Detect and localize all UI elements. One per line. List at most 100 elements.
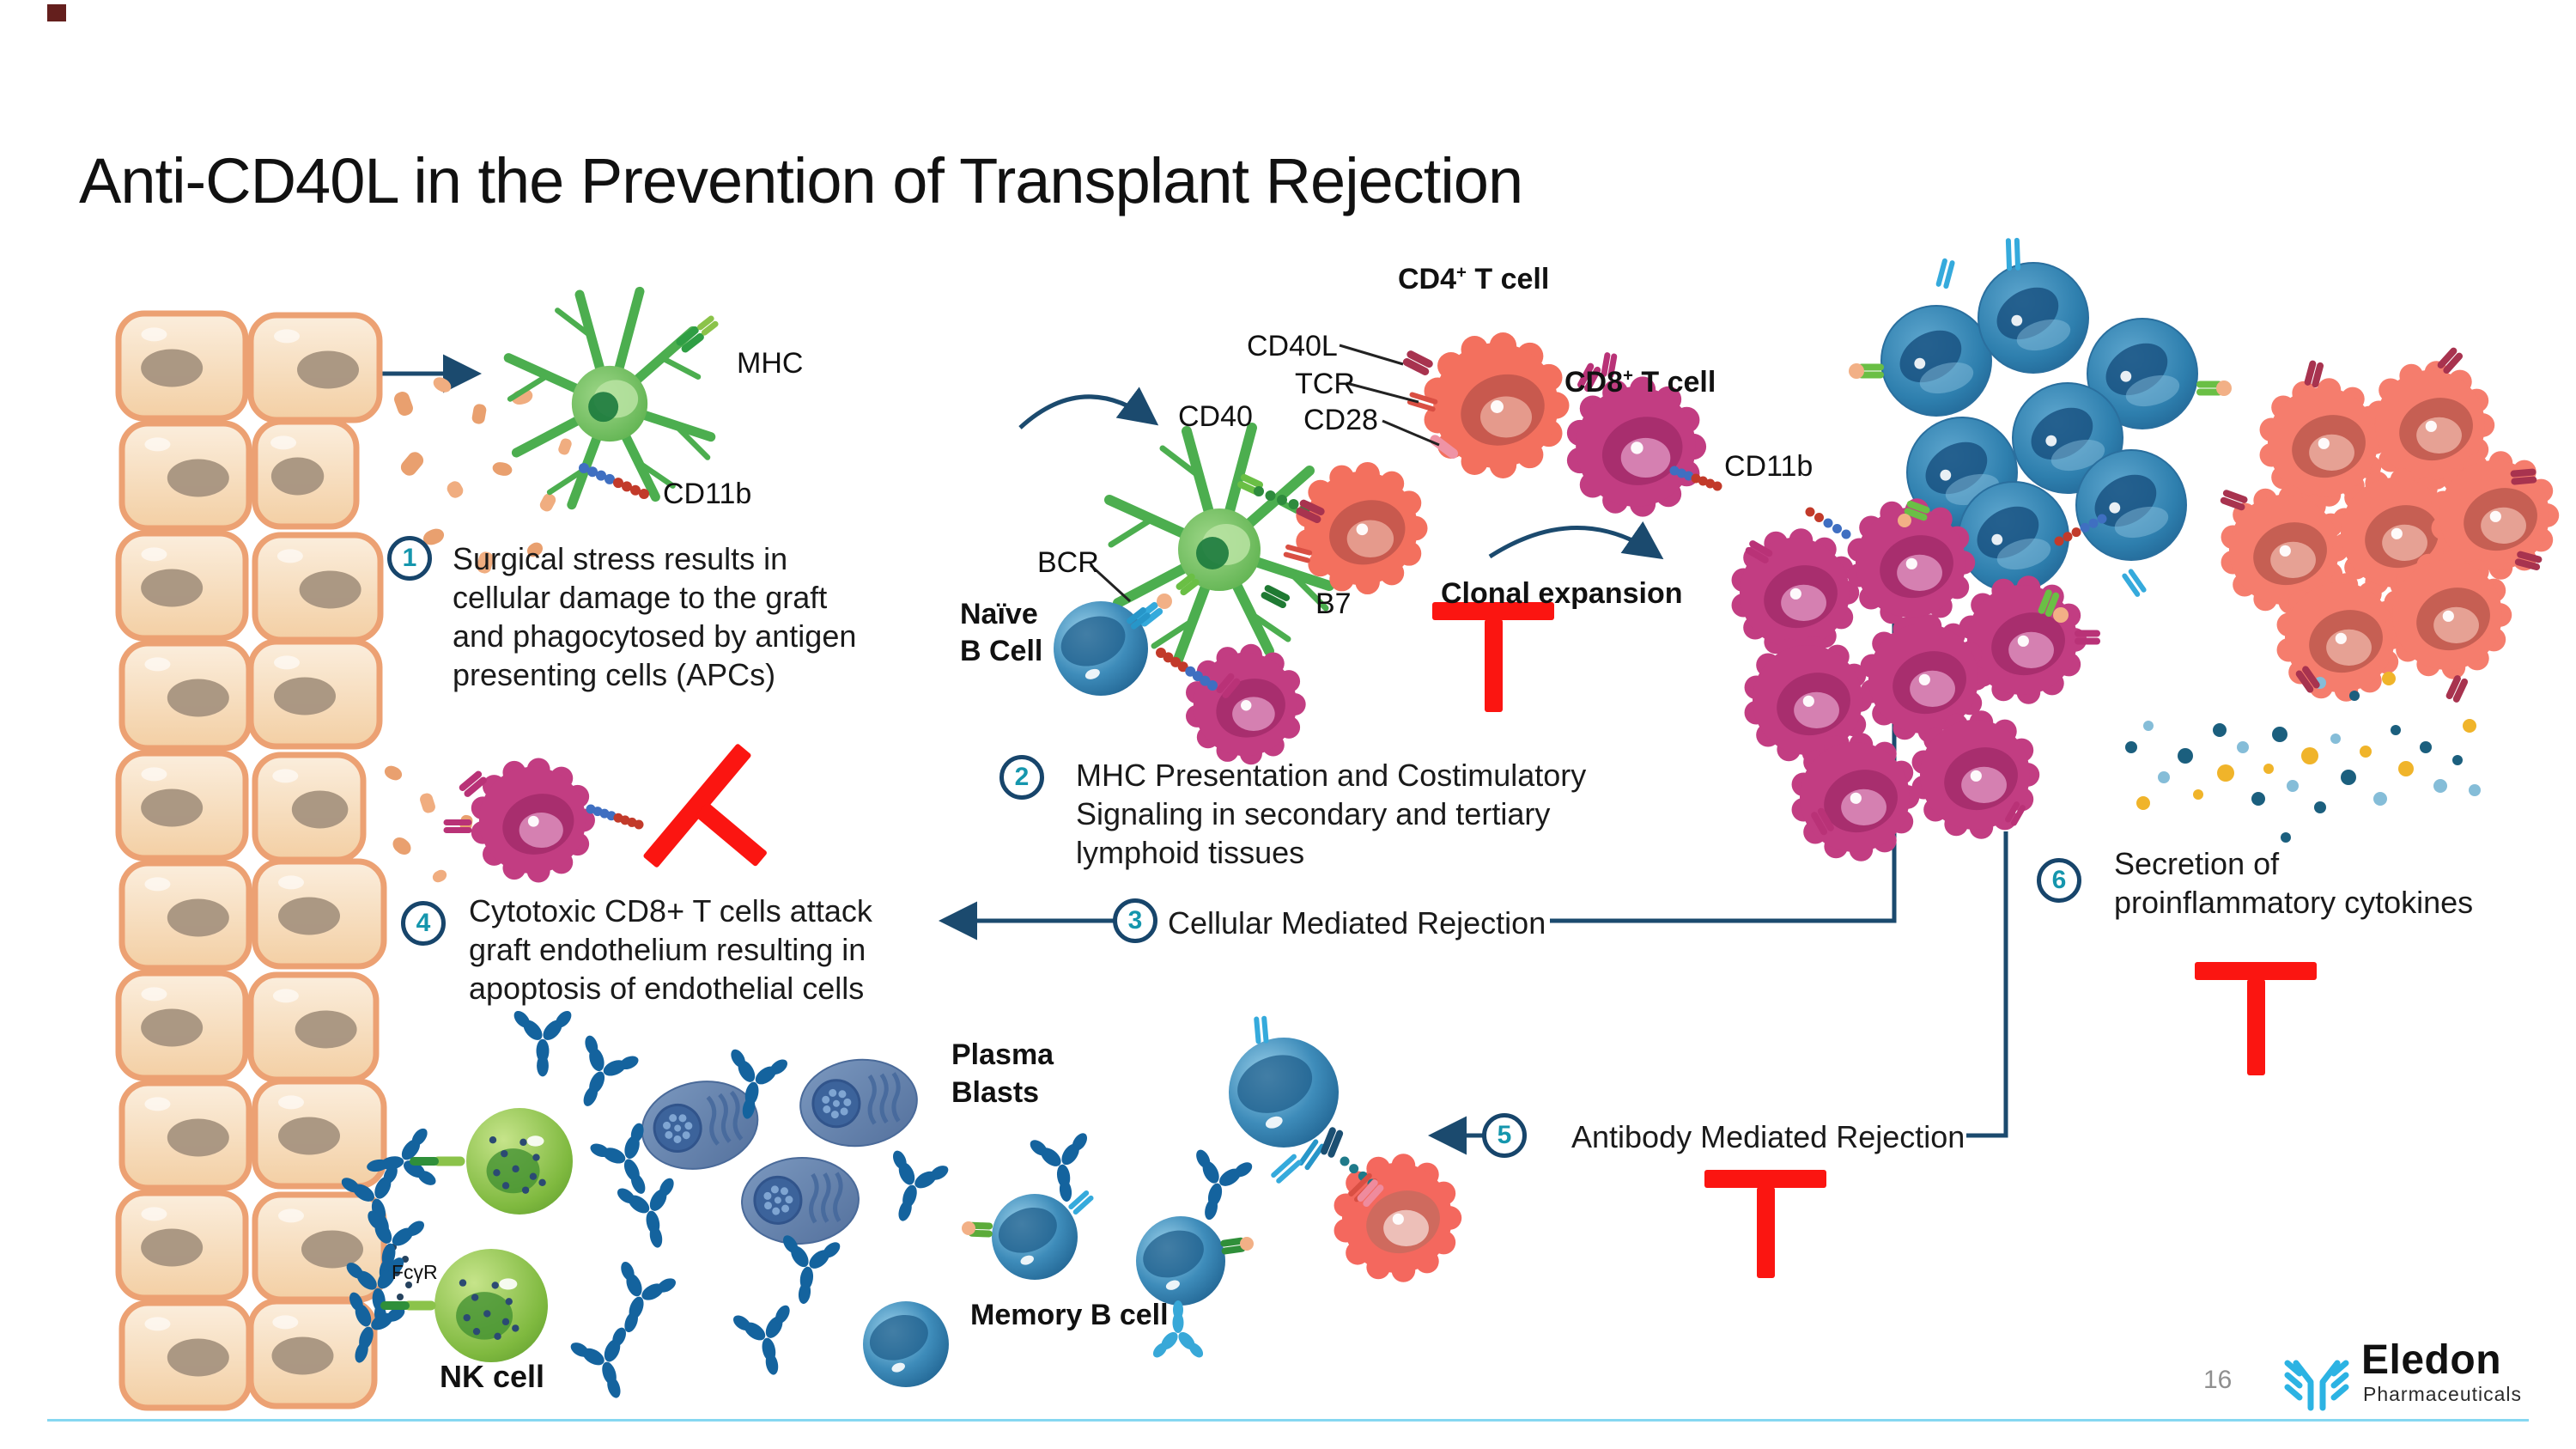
cytotoxic-cd8-cell [471, 758, 595, 883]
plasma-blasts-label: Plasma Blasts [951, 1036, 1054, 1111]
memory-b-cell-label: Memory B cell [970, 1299, 1169, 1331]
cytokine-dot [2136, 796, 2150, 810]
step-5-text: Antibody Mediated Rejection [1571, 1117, 1965, 1156]
generated-illustrations [115, 237, 2560, 1411]
cd28-label: CD28 [1303, 404, 1378, 436]
naive-b-cell [1054, 601, 1148, 696]
attacking-b-cell [1229, 1038, 1339, 1148]
tissue-wall [115, 310, 387, 1411]
antibody-icon [598, 1257, 681, 1343]
step-6-badge: 6 [2037, 858, 2081, 903]
cytokine-dot [2287, 780, 2299, 792]
step-3-number: 3 [1127, 906, 1143, 935]
inhibit-antibody-icon [1704, 1170, 1826, 1278]
cd8-t-cell-label: CD8+ T cell [1564, 366, 1716, 399]
nk-cell [434, 1249, 548, 1362]
page-title: Anti-CD40L in the Prevention of Transpla… [79, 145, 1523, 216]
activated-t-cell [1296, 461, 1428, 595]
step-2-line: Signaling in secondary and tertiary [1076, 796, 1551, 831]
step-6-line: Secretion of [2114, 846, 2280, 881]
cd8-t-cell-cluster-cell [1791, 733, 1920, 861]
cd8-t-cell-cluster-cell [1911, 710, 2040, 839]
plasma-cell [1978, 262, 2089, 374]
antibody-icon [872, 1145, 954, 1231]
cytokine-dot [2237, 741, 2249, 753]
dendritic-cell [1104, 423, 1334, 665]
step-1-line: Surgical stress results in [453, 541, 788, 576]
cd11b-apc-label: CD11b [663, 478, 752, 510]
naive-b-cell-label: Naïve B Cell [960, 596, 1042, 670]
cytokine-dot [2341, 770, 2356, 785]
cytokine-dot [2213, 723, 2227, 737]
plasma-line: Plasma [951, 1038, 1054, 1071]
cd4-t-cell-label: CD4+ T cell [1398, 263, 1549, 296]
step-1-badge: 1 [387, 536, 432, 581]
plasma-cell [1880, 305, 1992, 417]
cytokine-dot [2301, 747, 2318, 764]
step-2-badge: 2 [999, 755, 1044, 800]
logo-name: Eledon [2361, 1337, 2502, 1383]
memory-b-cell [863, 1301, 949, 1387]
cytokine-dot [2125, 741, 2137, 753]
cytokine-dot [2398, 761, 2414, 776]
cytokine-dot [2143, 721, 2154, 731]
cytokine-dot [2373, 792, 2387, 806]
cytokine-dot [2349, 691, 2360, 701]
cd4-t-cell-cluster-cell [2221, 485, 2349, 614]
plasma-cell [2075, 449, 2187, 561]
cytokine-dot [2391, 725, 2401, 735]
cd8-sup: + [1623, 366, 1633, 386]
step-5-badge: 5 [1482, 1113, 1527, 1158]
step-3-text: Cellular Mediated Rejection [1168, 904, 1546, 942]
plasma-line: Blasts [951, 1076, 1040, 1109]
logo-subtitle: Pharmaceuticals [2363, 1383, 2523, 1405]
antibody-icon [511, 1008, 574, 1077]
cd8-t-cell-cluster-cell [1731, 528, 1860, 657]
cytokine-dot [2330, 734, 2341, 744]
plasma-cell [2087, 318, 2198, 429]
cd4-t-cell-cluster-cell [2384, 551, 2512, 679]
dendritic-cell [503, 286, 716, 510]
cytokine-dot [2251, 792, 2265, 806]
step-4-line: graft endothelium resulting in [469, 932, 866, 967]
nk-cell-label: NK cell [440, 1359, 545, 1394]
cytokine-dot [2420, 741, 2432, 753]
antibody-icon [556, 1030, 644, 1120]
cytokine-dot [2452, 755, 2463, 765]
cytokine-dot [2272, 727, 2287, 742]
naive-b-line: Naïve [960, 598, 1038, 630]
step-4-number: 4 [416, 909, 431, 937]
memory-b-cell [1136, 1216, 1225, 1306]
cytokine-dot [2314, 801, 2326, 813]
cytokine-dot [2217, 764, 2234, 782]
step-1-text: Surgical stress results in cellular dama… [453, 539, 856, 694]
plasma-cell [1958, 481, 2069, 593]
cd4-sup: + [1456, 263, 1467, 283]
step-5-line: Antibody Mediated Rejection [1571, 1119, 1965, 1154]
step-6-text: Secretion of proinflammatory cytokines [2114, 844, 2473, 922]
cytokine-dot [2281, 832, 2291, 843]
nk-cell [466, 1108, 573, 1215]
step-4-text: Cytotoxic CD8+ T cells attack graft endo… [469, 892, 872, 1008]
step-1-line: presenting cells (APCs) [453, 657, 776, 692]
plasma-blast [641, 1081, 759, 1170]
cytokine-dot [2463, 719, 2476, 733]
cd4-prefix: CD4 [1398, 263, 1457, 295]
cd4-t-cell [1424, 332, 1570, 478]
cd8-suffix: T cell [1632, 366, 1716, 399]
cytokine-dots [2125, 672, 2481, 843]
cytokine-dot [2433, 779, 2447, 793]
page-number: 16 [2203, 1366, 2233, 1394]
step-4-line: Cytotoxic CD8+ T cells attack [469, 893, 872, 928]
tcr-label: TCR [1295, 368, 1355, 400]
footer-divider [47, 1419, 2529, 1422]
inhibit-clonal-expansion-icon [1432, 602, 1554, 712]
eledon-logo-icon [2284, 1360, 2349, 1411]
antibody-icon [565, 1322, 647, 1408]
plasma-blast [741, 1156, 860, 1245]
step-1-number: 1 [402, 544, 417, 572]
flow-connectors [365, 354, 2008, 1155]
mhc-label: MHC [737, 347, 804, 380]
b7-label: B7 [1315, 588, 1352, 620]
